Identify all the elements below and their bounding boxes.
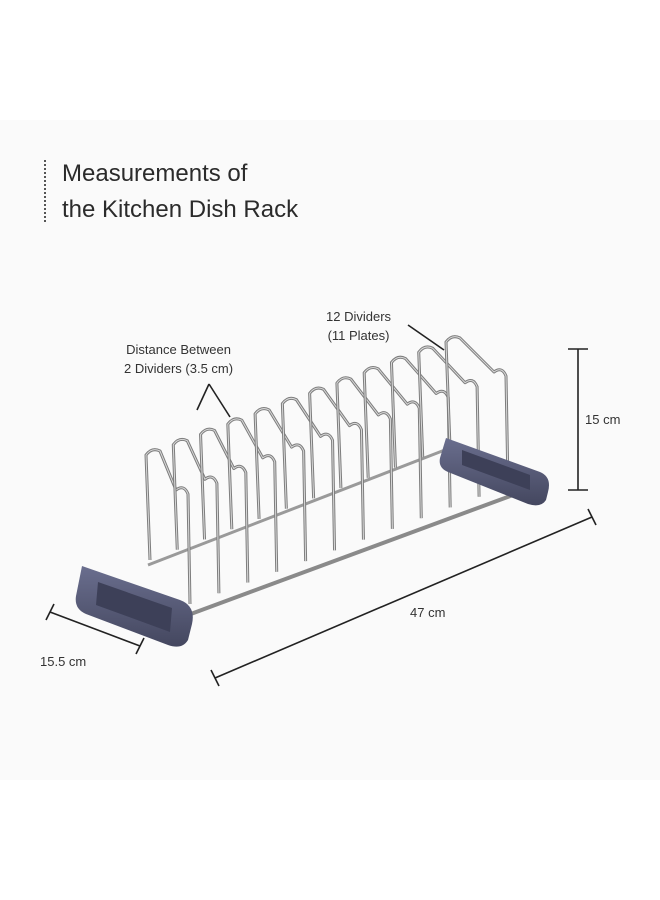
divider-wire-highlight <box>227 418 278 572</box>
divider-wire <box>226 417 279 572</box>
divider-wire <box>199 427 250 583</box>
divider-wire-highlight <box>445 336 509 487</box>
dividers-count-line1: 12 Dividers <box>326 309 392 324</box>
dividers-count-line2: (11 Plates) <box>327 328 390 343</box>
rack-front-rail <box>179 483 541 620</box>
dimension-length <box>210 508 597 687</box>
title-line-2: the Kitchen Dish Rack <box>62 196 299 223</box>
title-line-1: Measurements of <box>62 160 248 187</box>
distance-line2: 2 Dividers (3.5 cm) <box>124 361 234 376</box>
background-panel <box>0 120 660 780</box>
divider-wire-highlight <box>172 438 220 594</box>
rack-dividers <box>144 335 510 605</box>
divider-wire <box>144 448 192 605</box>
divider-wire <box>280 396 337 551</box>
distance-label: Distance Between 2 Dividers (3.5 cm) <box>124 340 233 378</box>
divider-wire-highlight <box>254 408 307 562</box>
rack-back-rail <box>147 446 451 567</box>
divider-wire-highlight <box>145 449 191 605</box>
callout-distance <box>196 383 231 418</box>
rack-end-cap-left <box>75 566 193 647</box>
divider-wire <box>171 437 221 594</box>
distance-line1: Distance Between <box>126 342 231 357</box>
width-label: 15.5 cm <box>40 654 87 669</box>
height-label: 15 cm <box>585 412 621 427</box>
dimension-width <box>45 603 145 655</box>
rack-end-cap-right <box>439 438 549 506</box>
callout-dividers <box>407 324 445 351</box>
divider-wire-highlight <box>281 397 336 551</box>
dimension-height <box>568 348 588 491</box>
divider-wire-highlight <box>200 428 249 583</box>
divider-wire <box>253 407 308 562</box>
length-label: 47 cm <box>410 605 446 620</box>
title-accent-bar <box>44 160 46 222</box>
divider-wire-highlight <box>418 346 480 497</box>
dividers-count-label: 12 Dividers (11 Plates) <box>326 307 391 345</box>
